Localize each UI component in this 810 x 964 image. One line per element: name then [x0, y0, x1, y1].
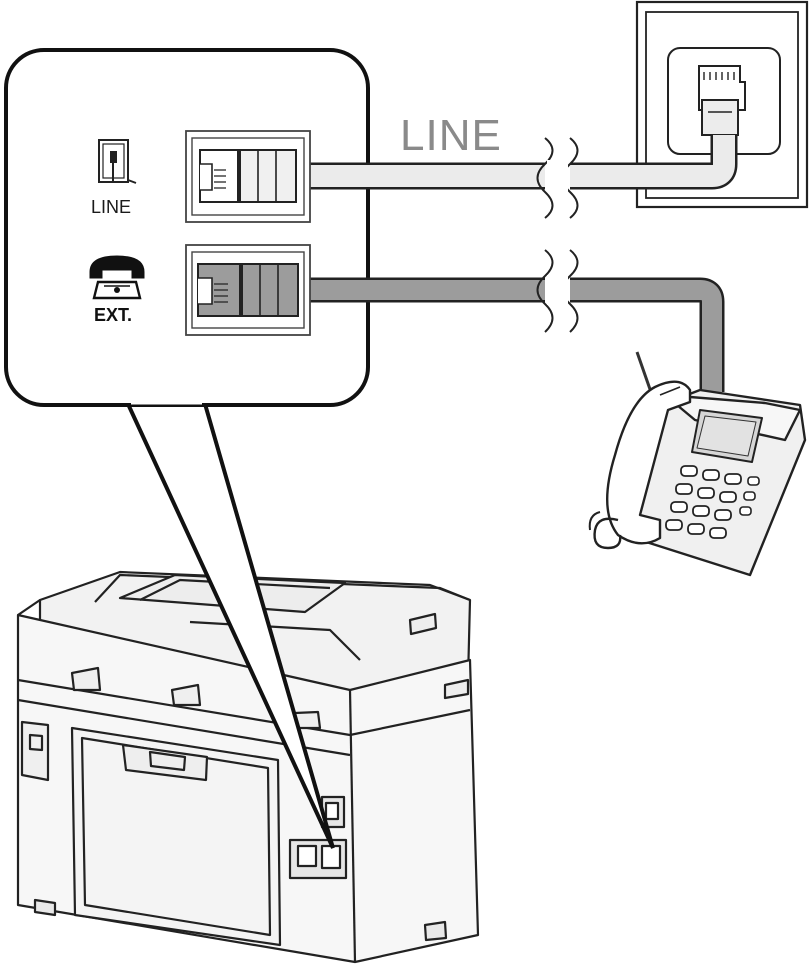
- ext-port-label: EXT.: [94, 305, 132, 325]
- callout-pointer: [126, 403, 335, 849]
- wall-jack-icon: [98, 139, 137, 184]
- telephone-handset-icon: [89, 255, 145, 300]
- callout-box: [4, 48, 370, 407]
- line-cable-label: LINE: [400, 111, 502, 160]
- line-port-label: LINE: [91, 197, 131, 217]
- line-cable: [305, 135, 738, 219]
- printer: [16, 570, 480, 964]
- ext-port: [185, 244, 311, 336]
- ext-cable: [300, 249, 725, 392]
- line-port: [185, 130, 311, 223]
- telephone: [588, 351, 807, 577]
